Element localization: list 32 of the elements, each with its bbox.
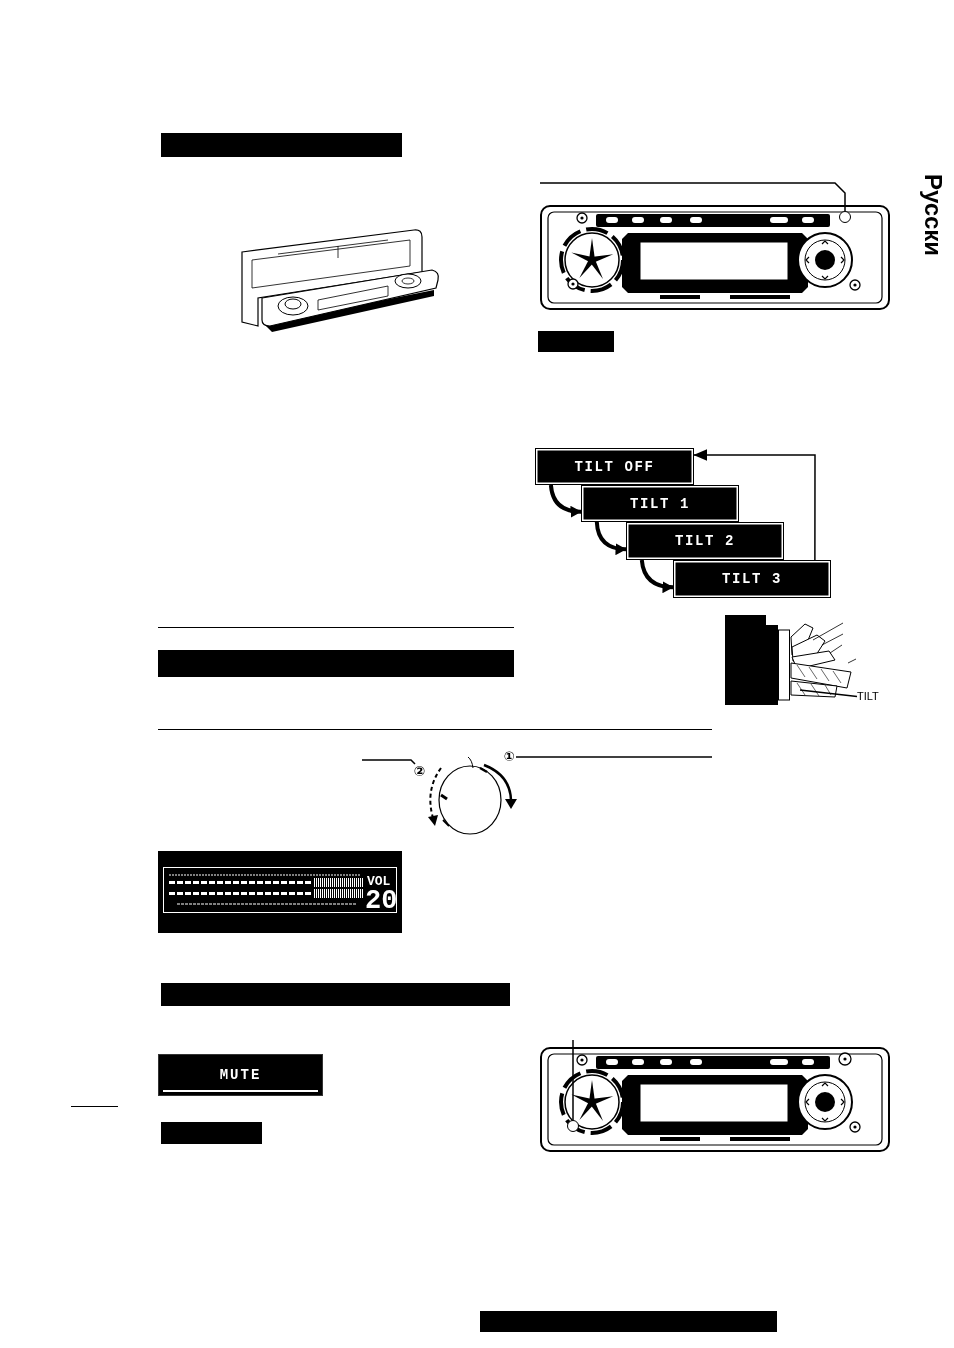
- heading-bar: [161, 1122, 262, 1144]
- leader-line: [539, 182, 846, 212]
- callout-number: ①: [502, 750, 516, 764]
- display-text: TILT 2: [675, 534, 735, 548]
- heading-bar: [538, 331, 614, 352]
- display-text: 20: [365, 891, 398, 911]
- heading-bar: [161, 133, 402, 157]
- leader-line: [361, 759, 416, 765]
- arrow: [693, 449, 816, 561]
- lcd-display: [158, 1054, 323, 1096]
- display-text: TILT OFF: [574, 459, 655, 474]
- lcd-display: [158, 851, 402, 933]
- display-text: VOL: [367, 876, 391, 888]
- leader-line: [515, 756, 713, 758]
- lcd-display: [581, 485, 739, 522]
- arrow: [548, 484, 582, 518]
- leader-line: [799, 689, 858, 698]
- language-tab-label: Русски: [921, 173, 945, 257]
- leader-line: [572, 1039, 574, 1121]
- display-text: TILT 1: [630, 496, 690, 511]
- arrow: [594, 521, 627, 555]
- display-text: MUTE: [219, 1068, 262, 1082]
- lcd-display: [626, 522, 784, 560]
- heading-bar: [480, 1311, 777, 1332]
- heading-bar: [158, 650, 514, 677]
- lcd-display: [673, 560, 831, 598]
- arrow: [639, 559, 674, 593]
- heading-bar: [161, 983, 510, 1006]
- lcd-display: [535, 448, 694, 485]
- callout-number: ②: [412, 764, 427, 779]
- part-label: TILT: [857, 690, 883, 703]
- display-text: TILT 3: [722, 572, 782, 586]
